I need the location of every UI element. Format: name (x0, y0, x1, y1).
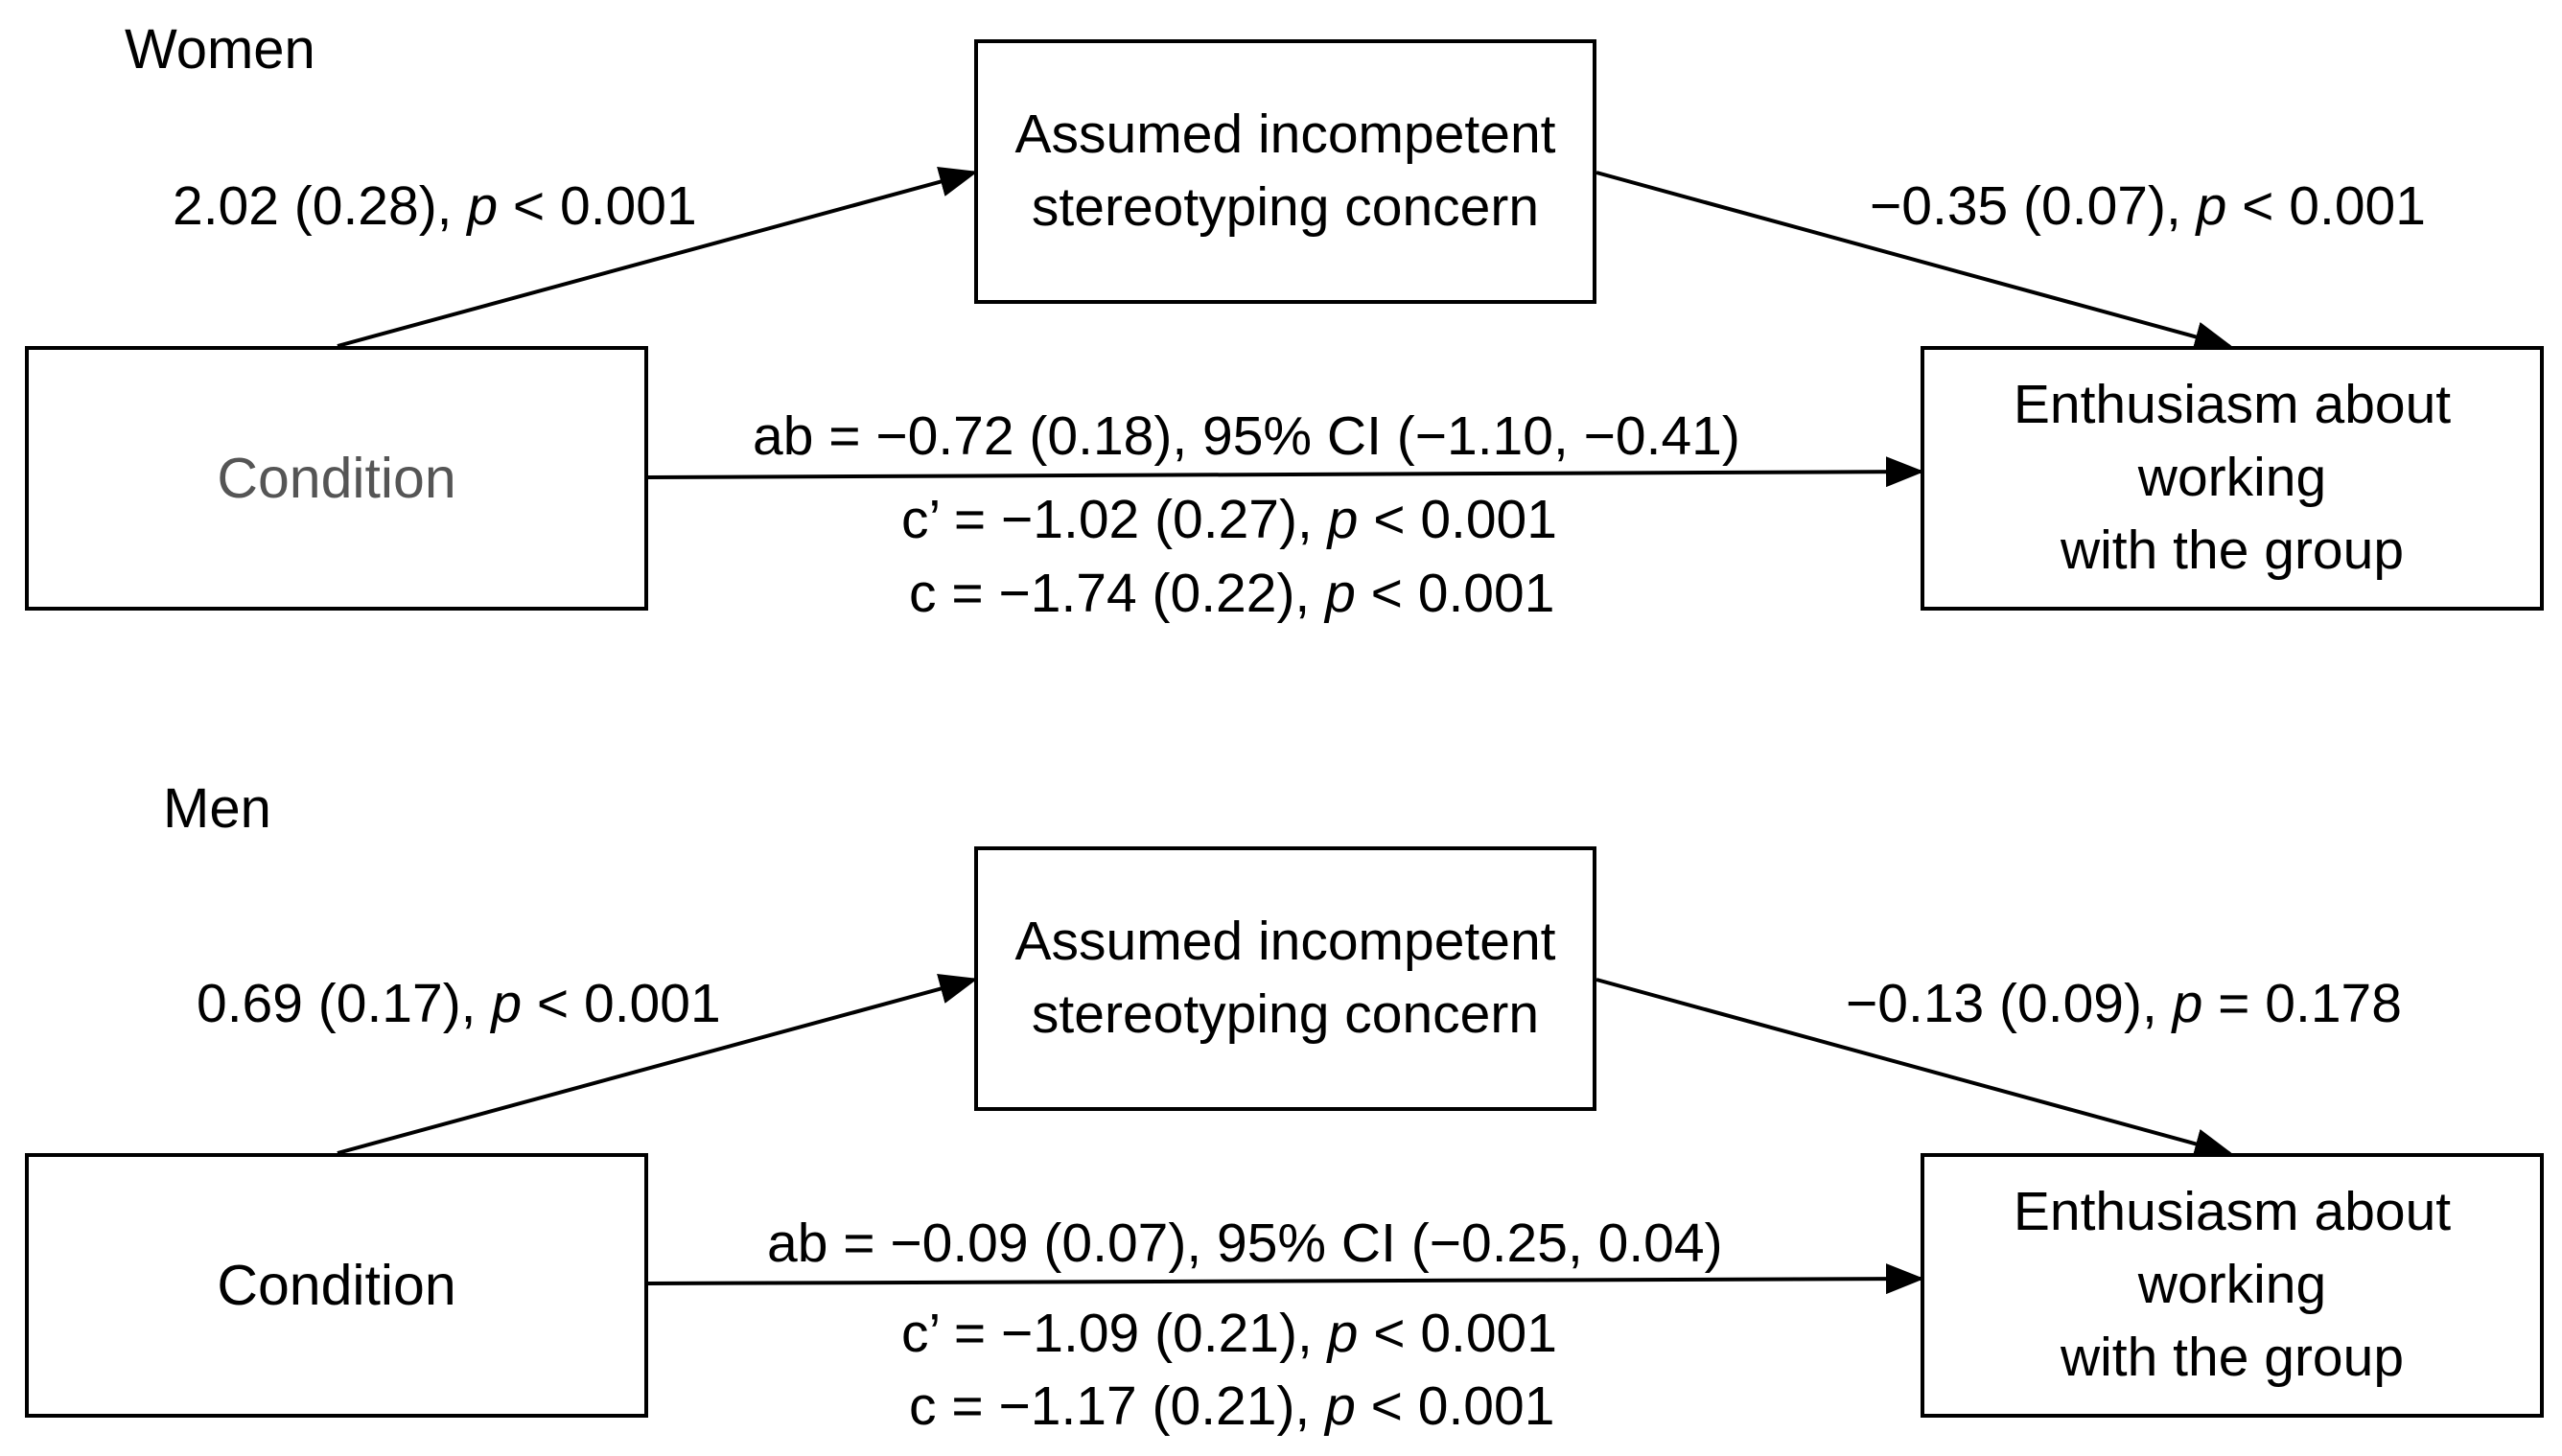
a-path-label: 0.69 (0.17), p < 0.001 (197, 973, 721, 1034)
men-mediation-panel: Men Condition Assumed incompetent stereo… (25, 777, 2544, 1437)
group-title: Men (163, 777, 271, 840)
indirect-effect-label: ab = −0.09 (0.07), 95% CI (−0.25, 0.04) (767, 1213, 1723, 1274)
mediator-label: Assumed incompetent stereotyping concern (1014, 104, 1556, 238)
mediator-label: Assumed incompetent stereotyping concern (1014, 911, 1556, 1045)
c-prime-path-arrow (647, 1263, 1924, 1295)
c-prime-path-arrow (647, 456, 1924, 488)
direct-effect-label: c’ = −1.02 (0.27), p < 0.001 (901, 489, 1557, 550)
a-path-arrow (337, 167, 978, 348)
predictor-label: Condition (217, 1253, 456, 1317)
outcome-label: Enthusiasm about working with the group (2013, 374, 2452, 581)
direct-effect-label: c’ = −1.09 (0.21), p < 0.001 (901, 1303, 1557, 1364)
a-path-label: 2.02 (0.28), p < 0.001 (173, 175, 697, 237)
predictor-box: Condition (25, 1153, 648, 1418)
women-mediation-panel: Women Condition Assumed incompetent ster… (25, 18, 2544, 624)
indirect-effect-label: ab = −0.72 (0.18), 95% CI (−1.10, −0.41) (753, 405, 1740, 467)
outcome-box: Enthusiasm about working with the group (1921, 346, 2544, 611)
mediator-box: Assumed incompetent stereotyping concern (974, 39, 1596, 304)
total-effect-label: c = −1.74 (0.22), p < 0.001 (909, 563, 1555, 624)
group-title: Women (125, 18, 315, 81)
b-path-arrow (1595, 978, 2233, 1159)
predictor-label: Condition (217, 446, 456, 510)
a-path-arrow (337, 974, 978, 1155)
women-arrows (337, 167, 2233, 488)
b-path-label: −0.35 (0.07), p < 0.001 (1870, 175, 2426, 237)
b-path-arrow (1595, 171, 2233, 352)
outcome-box: Enthusiasm about working with the group (1921, 1153, 2544, 1418)
mediator-box: Assumed incompetent stereotyping concern (974, 846, 1596, 1111)
outcome-label: Enthusiasm about working with the group (2013, 1181, 2452, 1388)
predictor-box: Condition (25, 346, 648, 611)
b-path-label: −0.13 (0.09), p = 0.178 (1846, 973, 2402, 1034)
total-effect-label: c = −1.17 (0.21), p < 0.001 (909, 1375, 1555, 1437)
